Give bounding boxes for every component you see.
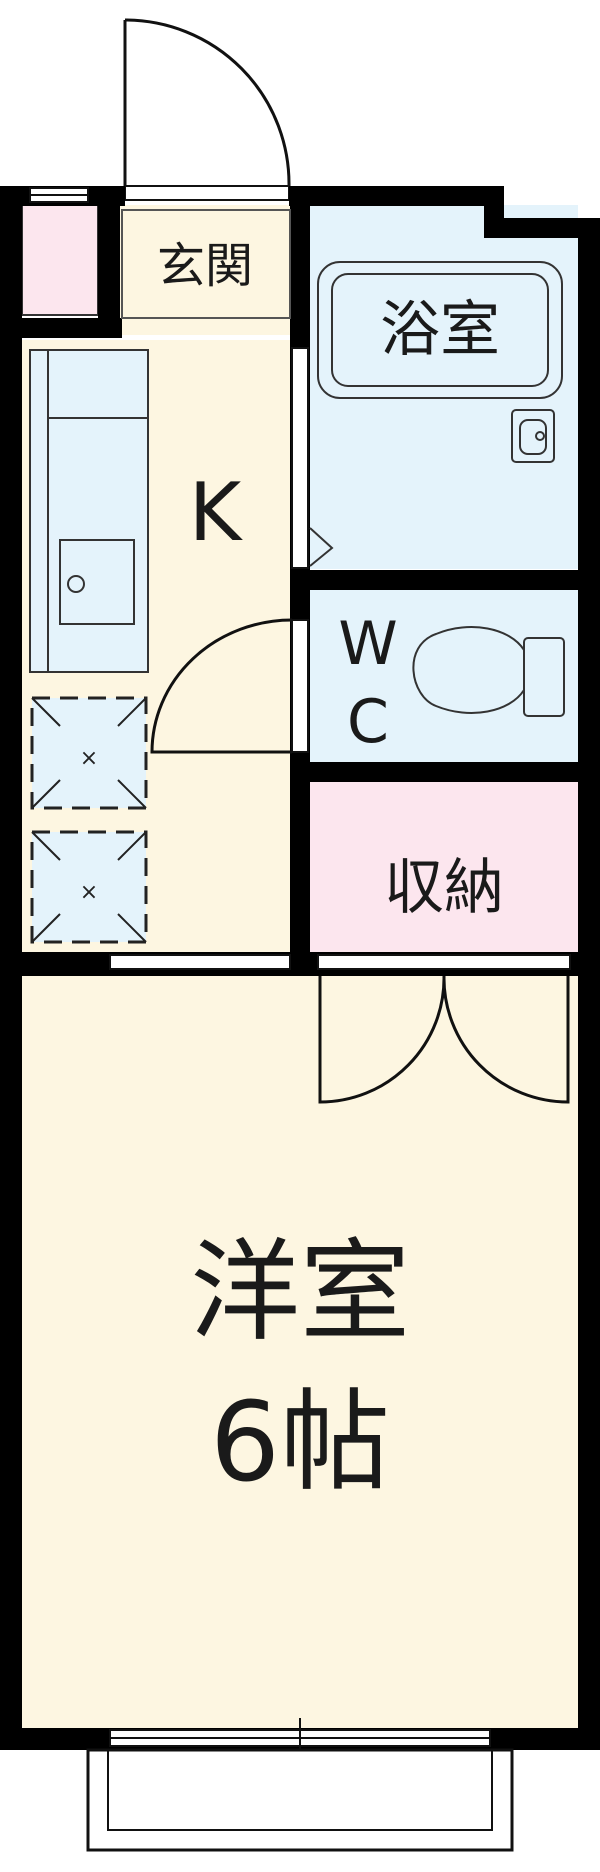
toilet-icon [412,626,565,717]
svg-text:×: × [80,746,98,771]
door-swing-icon [150,618,293,754]
entrance-label: 玄関 [157,238,253,294]
storage-opening [317,954,571,970]
entrance-floor [120,205,292,335]
storage-label: 収納 [384,853,504,923]
svg-text:×: × [80,880,98,905]
storage-doors [318,975,570,1104]
window-bottom [109,1718,491,1758]
window-top-left [29,187,89,203]
bathtub [317,261,563,399]
wc-label-line2: C [347,687,389,757]
wc-door [150,618,309,754]
storage-floor [310,782,578,952]
door-swing-icon [123,18,291,187]
sink-icon [59,539,135,625]
western-floor [22,975,578,1730]
kitchen-label: K [189,466,244,559]
entrance-door [123,18,291,201]
wc-label-line1: W [338,609,397,679]
western-label-line1: 洋室 [190,1228,410,1356]
kitchen-counter [29,349,149,673]
washbasin-icon [511,409,555,463]
floor-fills [21,204,578,1730]
shoe-box [21,204,99,316]
western-label-line2: 6帖 [210,1378,390,1506]
bath-door [291,347,334,569]
balcony [86,1748,514,1852]
entrance-step [121,209,291,319]
door-leaf [124,185,290,201]
kitchen-to-western-opening [109,954,291,970]
bath-label: 浴室 [380,295,500,365]
door-swing-icon [442,975,570,1104]
stove-icon: × × [30,696,148,944]
door-swing-icon [318,975,446,1104]
